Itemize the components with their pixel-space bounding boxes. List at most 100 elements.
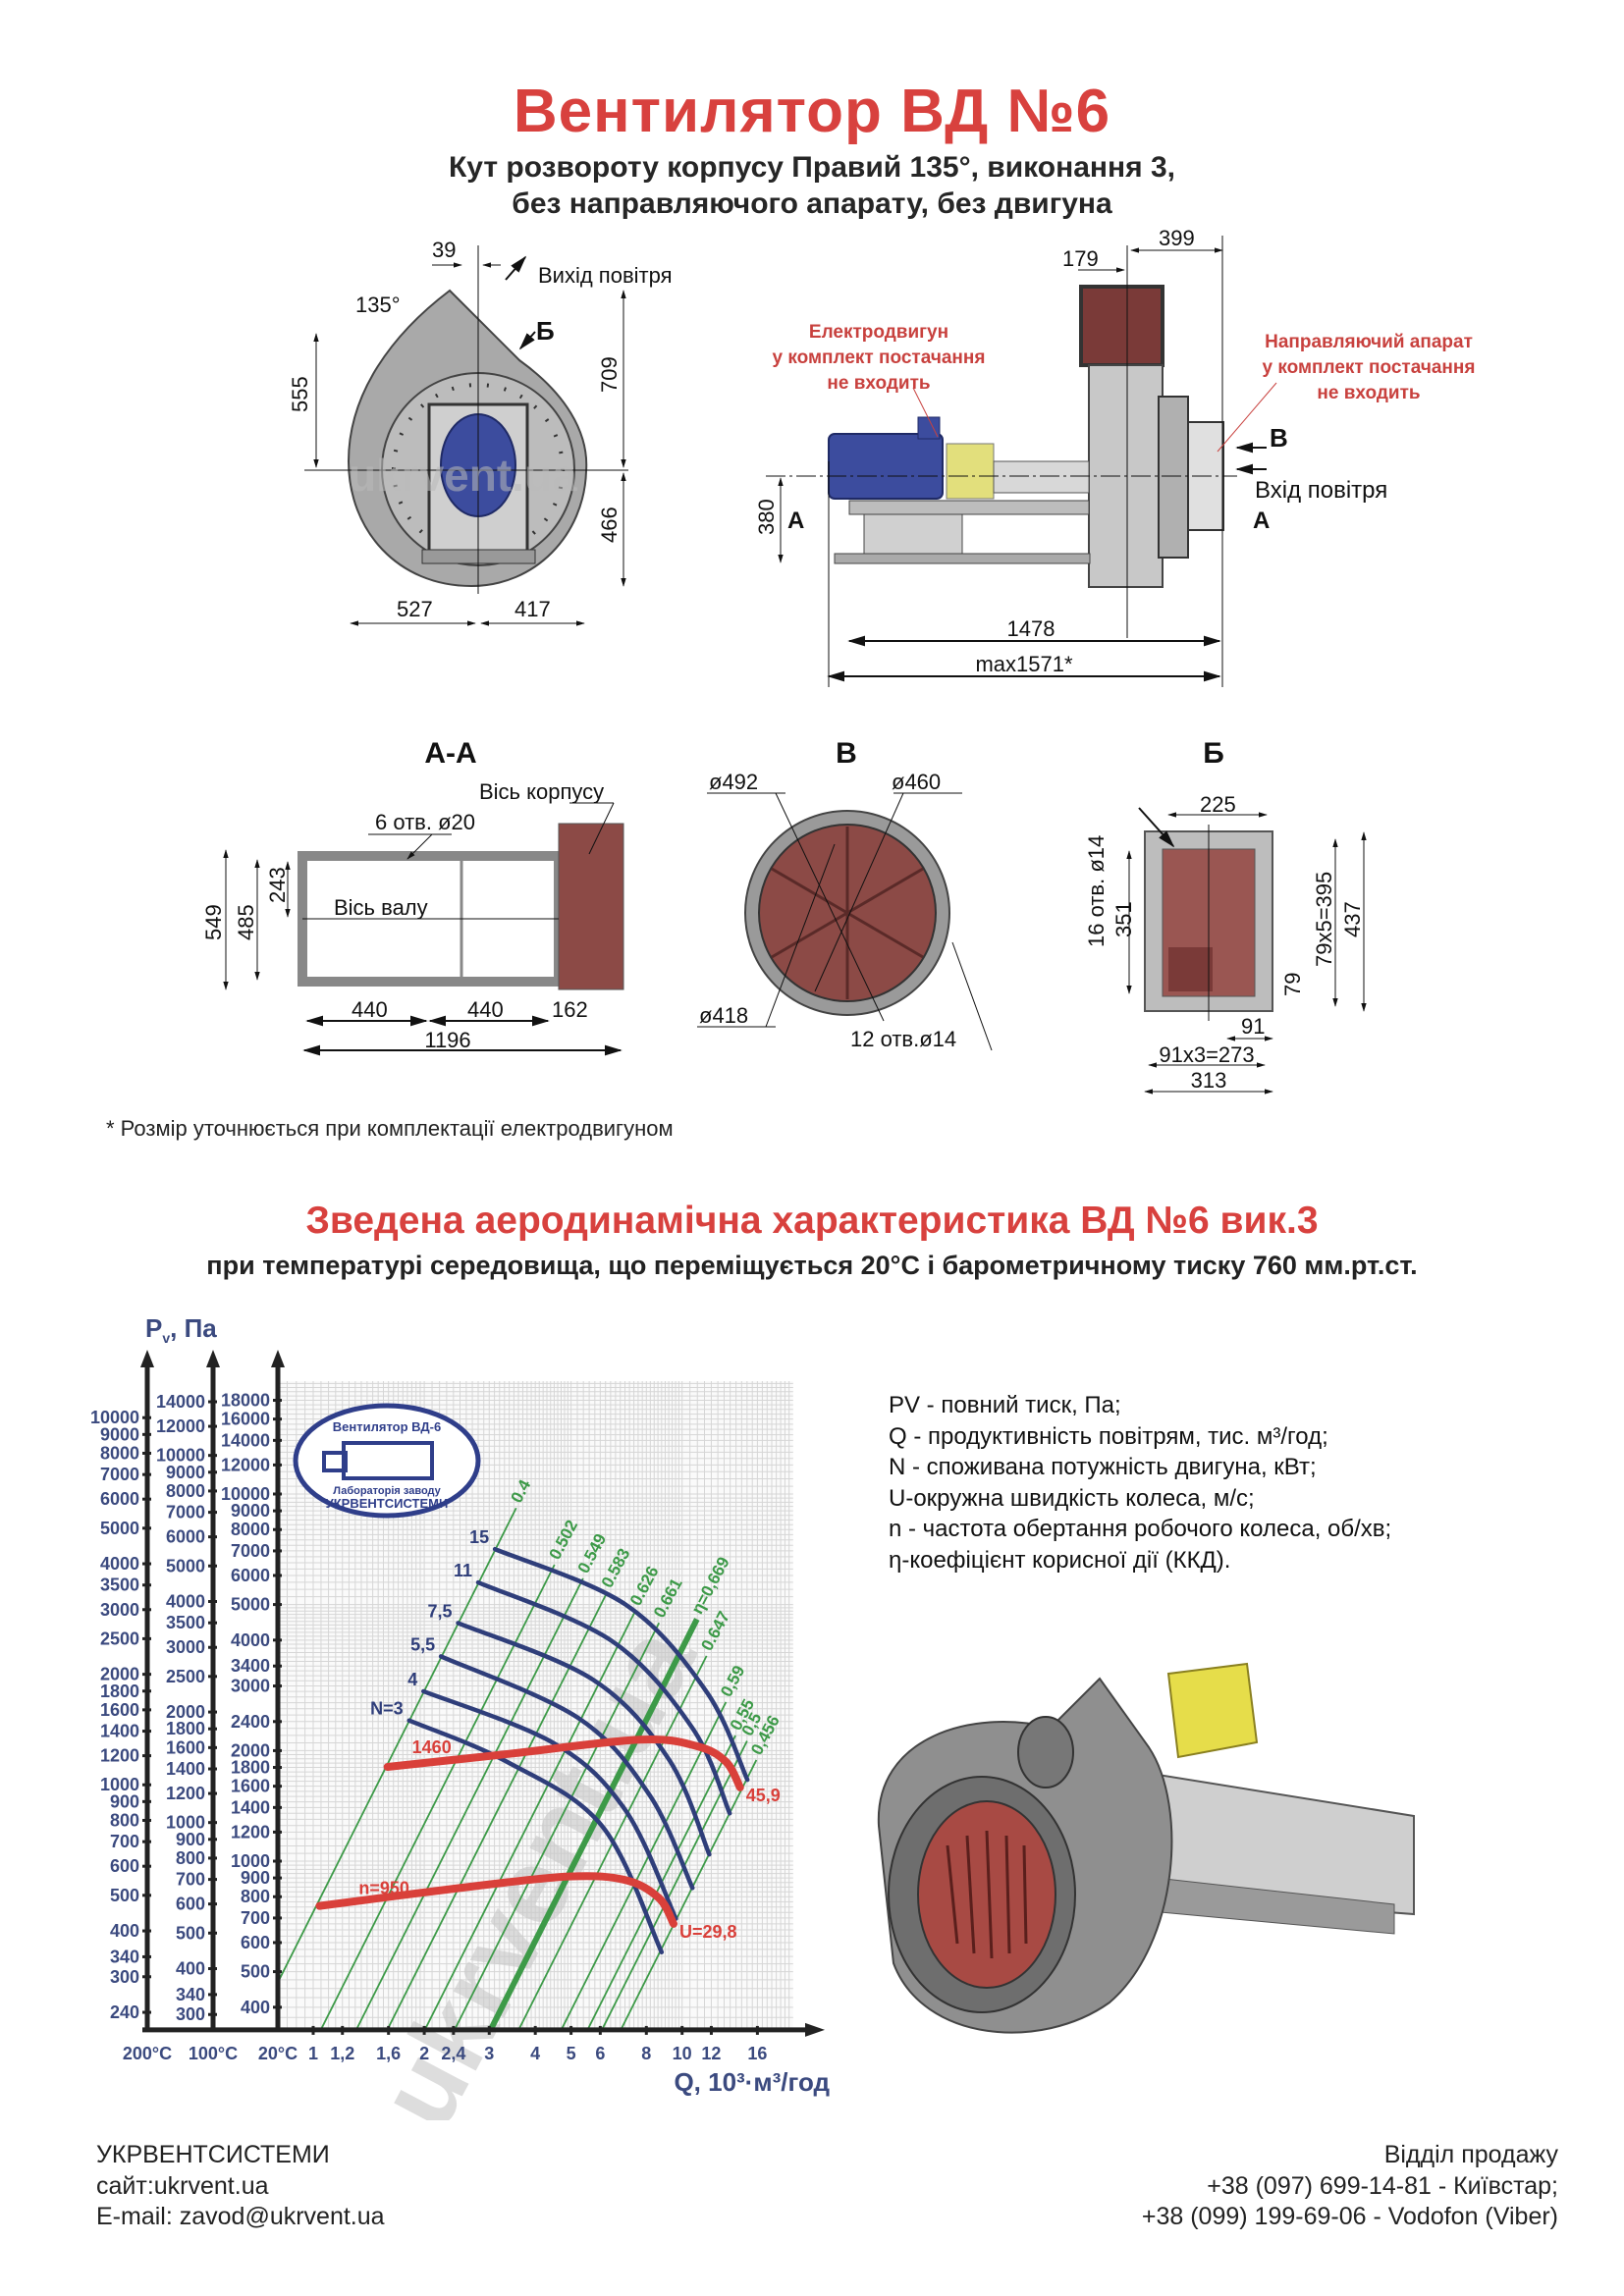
dim-162: 162 (552, 997, 588, 1022)
y-tick-label: 1400 (166, 1759, 205, 1779)
y-tick-label: 900 (110, 1791, 139, 1811)
lab-logo: Вентилятор ВД-6 Лабораторія заводу УКРВЕ… (293, 1403, 481, 1519)
section-a-right: А (1253, 507, 1270, 534)
company-site[interactable]: сайт:ukrvent.ua (96, 2171, 269, 2200)
efficiency-line (355, 1577, 584, 2030)
y-tick-label: 1000 (100, 1775, 139, 1794)
dim-417: 417 (514, 597, 551, 621)
y-tick-label: 600 (176, 1895, 205, 1914)
dim-91: 91 (1241, 1014, 1265, 1039)
d492: ø492 (709, 770, 758, 794)
x-tick-label: 10 (673, 2044, 692, 2063)
x-tick-label: 2,4 (441, 2044, 465, 2063)
motor (828, 433, 944, 500)
efficiency-line (620, 1759, 758, 2030)
y-tick-label: 10000 (221, 1484, 270, 1504)
power-label: 11 (454, 1561, 472, 1580)
company-name: УКРВЕНТСИСТЕМИ (96, 2141, 330, 2168)
footnote: * Розмір уточнюється при комплектації ел… (106, 1116, 674, 1141)
y-tick-label: 10000 (90, 1408, 139, 1427)
guide-note-line-2: у комплект постачання (1263, 357, 1476, 378)
y-tick-label: 500 (110, 1886, 139, 1905)
legend-rpm: n - частота обертання робочого колеса, о… (889, 1516, 1392, 1542)
bearing-housing (1166, 1662, 1259, 1759)
y-tick-label: 2500 (100, 1629, 139, 1648)
y-tick-label: 500 (176, 1923, 205, 1943)
y-tick-label: 7000 (100, 1465, 139, 1484)
logo-bottom-text-2: УКРВЕНТСИСТЕМИ (326, 1496, 449, 1511)
company-email[interactable]: E-mail: zavod@ukrvent.ua (96, 2203, 385, 2230)
dim-466: 466 (597, 507, 622, 543)
dim-399: 399 (1159, 226, 1195, 250)
dim-79: 79 (1280, 973, 1305, 996)
d418: ø418 (699, 1003, 748, 1028)
outlet-label: Вихід повітря (538, 263, 673, 288)
fan-3d-illustration (877, 1662, 1415, 2034)
y-tick-label: 800 (241, 1887, 270, 1906)
x-tick-label: 16 (747, 2044, 767, 2063)
dim-380: 380 (754, 499, 779, 535)
view-v: В ø492 ø460 ø418 12 отв.ø14 (697, 737, 993, 1051)
y-tick-label: 2000 (231, 1740, 270, 1760)
efficiency-line (561, 1701, 728, 2030)
logo-bottom-text-1: Лабораторія заводу (333, 1485, 441, 1497)
phone-kyivstar[interactable]: +38 (097) 699-14-81 - Київстар; (1207, 2171, 1558, 2200)
section-aa-title: А-А (424, 737, 476, 770)
page-title: Вентилятор ВД №6 (513, 78, 1111, 145)
speed-label: n=950 (358, 1879, 409, 1898)
y-tick-label: 900 (176, 1830, 205, 1849)
y-tick-label: 700 (176, 1870, 205, 1890)
y-tick-label: 9000 (166, 1463, 205, 1482)
power-curve (438, 1654, 695, 1891)
y-axis-arrow (271, 1350, 285, 1367)
y-tick-label: 340 (110, 1947, 139, 1966)
power-label: 15 (469, 1527, 489, 1547)
y-tick-label: 7000 (166, 1503, 205, 1522)
x-tick-label: 6 (595, 2044, 605, 2063)
legend-eta: η-коефіцієнт корисної дії (ККД). (889, 1546, 1231, 1574)
phone-vodafone[interactable]: +38 (099) 199-69-06 - Vodofon (Viber) (1141, 2203, 1558, 2230)
y-tick-label: 4000 (166, 1592, 205, 1612)
y-tick-label: 5000 (231, 1595, 270, 1615)
speed-curve (315, 1872, 677, 1928)
dim-313: 313 (1191, 1068, 1227, 1093)
x-tick-label: 1,2 (330, 2044, 354, 2063)
d460: ø460 (892, 770, 941, 794)
outlet-flange (1079, 285, 1164, 367)
y-tick-label: 1800 (231, 1758, 270, 1778)
y-tick-label: 7000 (231, 1541, 270, 1561)
side-view: 179 399 Електродвигун у комплект постача… (754, 226, 1475, 687)
dim-273: 91x3=273 (1159, 1042, 1254, 1067)
y-tick-label: 2500 (166, 1667, 205, 1686)
subtitle-line-2: без направляючого апарату, без двигуна (512, 187, 1112, 220)
y-tick-label: 4000 (231, 1630, 270, 1650)
y-tick-label: 6000 (100, 1489, 139, 1509)
y-tick-label: 1200 (231, 1822, 270, 1842)
axis-temperature-label: 100°C (189, 2044, 238, 2063)
y-tick-label: 3400 (231, 1656, 270, 1676)
y-tick-label: 300 (176, 2004, 205, 2024)
axes: 1000090008000700060005000400035003000250… (90, 1350, 825, 2063)
footer-sales: Відділ продажу +38 (097) 699-14-81 - Киї… (1142, 2140, 1558, 2233)
legend-u: U-окружна швидкість колеса, м/с; (889, 1484, 1255, 1512)
axis-temperature-label: 200°C (123, 2044, 172, 2063)
power-label: 4 (407, 1670, 417, 1689)
angle-135: 135° (355, 293, 401, 317)
chart-title: Зведена аеродинамічна характеристика ВД … (305, 1200, 1319, 1242)
legend-pv: PV - повний тиск, Па; (889, 1392, 1121, 1418)
y-axis-arrow (206, 1350, 220, 1367)
x-tick-label: 3 (484, 2044, 494, 2063)
y-tick-label: 1000 (231, 1851, 270, 1871)
y-tick-label: 3500 (166, 1613, 205, 1632)
base-frame (834, 553, 1091, 564)
dim-1478: 1478 (1007, 616, 1056, 641)
x-tick-label: 4 (530, 2044, 540, 2063)
dim-437: 437 (1340, 901, 1365, 937)
view-b-title: Б (1203, 737, 1224, 770)
y-tick-label: 800 (110, 1810, 139, 1830)
section-a-left: А (787, 507, 804, 534)
holes-12: 12 отв.ø14 (850, 1027, 956, 1051)
y-tick-label: 1200 (166, 1784, 205, 1803)
dim-395: 79x5=395 (1312, 872, 1336, 967)
